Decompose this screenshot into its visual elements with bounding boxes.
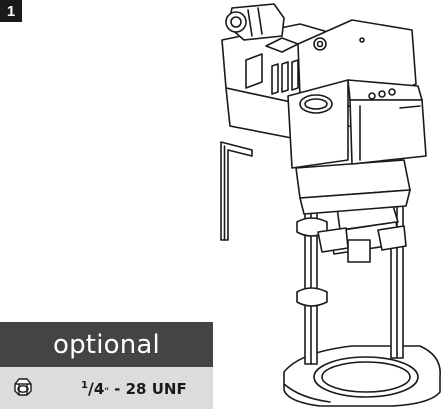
- hex-key-icon: [220, 141, 253, 241]
- cable-plug: [225, 3, 285, 41]
- fraction-slash: /: [87, 379, 94, 398]
- hex-nut-icon: [14, 378, 32, 396]
- fraction-numerator: 1: [81, 380, 88, 391]
- optional-header: optional: [0, 322, 213, 367]
- fraction-denominator: 4: [93, 380, 105, 398]
- optional-part-row: 1/4" - 28 UNF: [0, 367, 213, 409]
- thread-label: - 28 UNF: [108, 380, 187, 398]
- thread-spec: 1/4" - 28 UNF: [81, 379, 187, 398]
- actuator-lower-housing: [295, 159, 411, 215]
- base-plate: [283, 345, 441, 407]
- actuator-front-cover: [287, 79, 427, 169]
- step-number-badge: 1: [0, 0, 22, 22]
- inch-mark: ": [104, 387, 109, 397]
